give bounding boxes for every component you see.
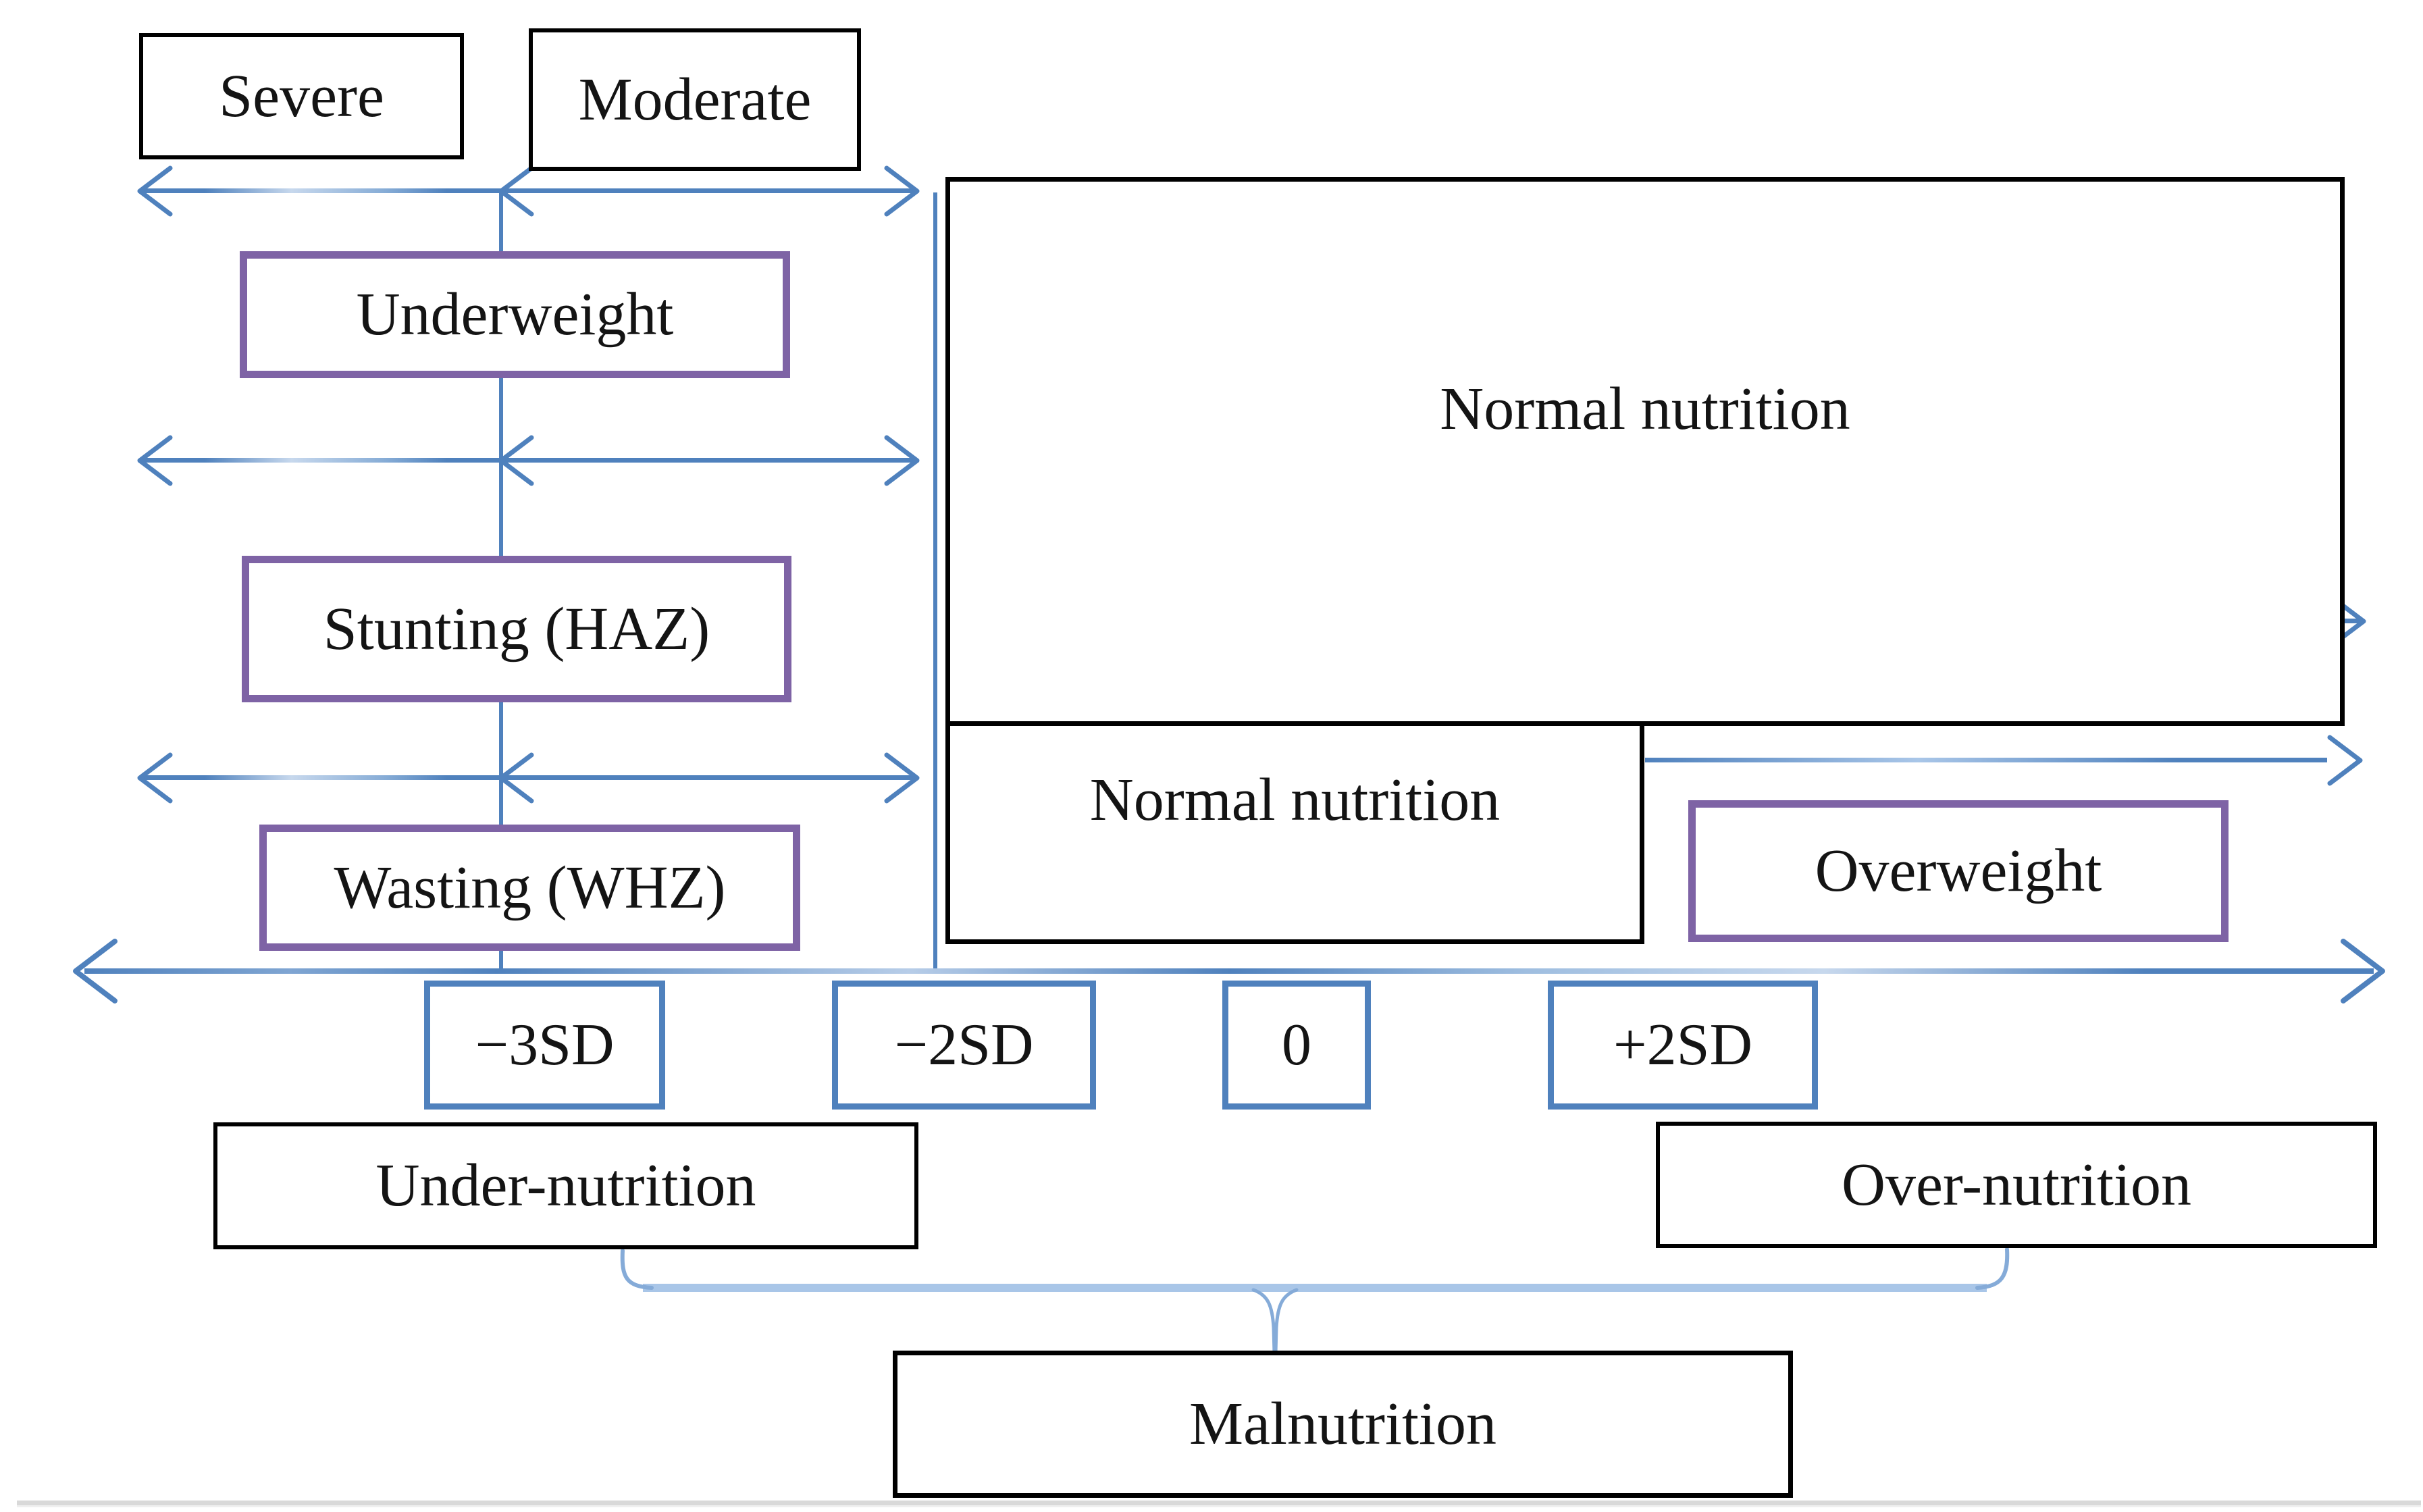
- overweight-box: Overweight: [1688, 800, 2229, 942]
- wasting-box: Wasting (WHZ): [259, 825, 800, 951]
- malnutrition-box: Malnutrition: [893, 1351, 1793, 1498]
- stunting-box: Stunting (HAZ): [242, 556, 791, 702]
- underweight-label: Underweight: [356, 281, 674, 348]
- bottom-rule: [17, 1501, 2421, 1507]
- over-nutrition-label: Over-nutrition: [1841, 1151, 2192, 1218]
- axis-tick-minus3sd-label: −3SD: [475, 1012, 615, 1078]
- stunting-label: Stunting (HAZ): [323, 595, 710, 662]
- severe-box: Severe: [139, 33, 464, 159]
- under-nutrition-box: Under-nutrition: [213, 1122, 918, 1249]
- under-nutrition-label: Under-nutrition: [375, 1152, 756, 1219]
- severe-label: Severe: [219, 62, 384, 130]
- overweight-label: Overweight: [1815, 837, 2102, 904]
- severity-range-arrows-row-2: [137, 435, 920, 486]
- axis-tick-zero-label: 0: [1282, 1012, 1311, 1078]
- moderate-label: Moderate: [578, 66, 812, 133]
- normal-nutrition-main-label: Normal nutrition: [1440, 375, 1850, 442]
- axis-tick-minus3sd: −3SD: [424, 981, 665, 1110]
- normal-nutrition-small-box: Normal nutrition: [945, 721, 1644, 944]
- severity-range-arrows-row-1: [137, 165, 920, 217]
- axis-tick-minus2sd: −2SD: [832, 981, 1096, 1110]
- normal-boundary-line: [933, 192, 937, 969]
- normal-nutrition-small-label: Normal nutrition: [1089, 766, 1501, 833]
- underweight-box: Underweight: [240, 251, 790, 378]
- wasting-label: Wasting (WHZ): [334, 854, 726, 921]
- z-score-axis-arrow: [73, 939, 2385, 1003]
- normal-nutrition-main-box: Normal nutrition: [945, 177, 2345, 726]
- malnutrition-label: Malnutrition: [1189, 1390, 1496, 1457]
- axis-tick-plus2sd: +2SD: [1548, 981, 1818, 1110]
- moderate-box: Moderate: [529, 28, 861, 171]
- overweight-range-arrow: [1645, 735, 2363, 786]
- over-nutrition-box: Over-nutrition: [1656, 1122, 2377, 1248]
- severity-range-arrows-row-3: [137, 752, 920, 804]
- axis-tick-minus2sd-label: −2SD: [894, 1012, 1034, 1078]
- malnutrition-brace: [620, 1247, 2010, 1355]
- axis-tick-zero: 0: [1222, 981, 1371, 1110]
- axis-tick-plus2sd-label: +2SD: [1613, 1012, 1753, 1078]
